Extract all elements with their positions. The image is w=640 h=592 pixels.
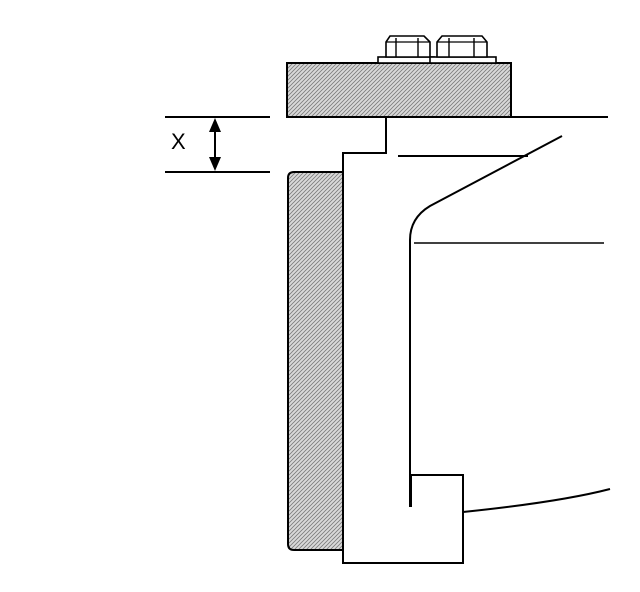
left-hatched-wall (287, 171, 344, 551)
l-shaped-bracket (342, 117, 464, 564)
housing-curved-edge (409, 135, 563, 507)
top-clamp-block (286, 62, 512, 118)
double-arrow-icon (209, 118, 221, 171)
dimension-label: X (171, 129, 186, 154)
hex-bolt-icon (377, 35, 435, 64)
hex-bolt-icon (429, 35, 497, 64)
housing-bottom-curve (462, 488, 611, 513)
